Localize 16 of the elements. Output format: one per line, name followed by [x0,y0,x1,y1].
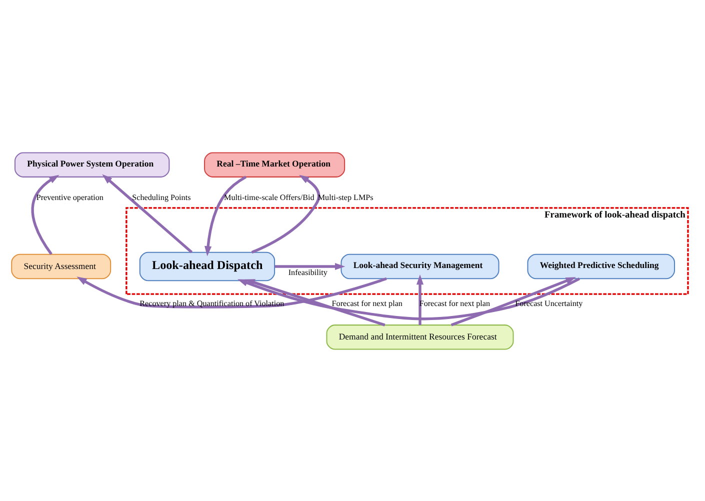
node-box: Look-ahead Security Management [340,253,500,279]
arrow [102,174,193,253]
arrow [251,174,320,254]
arrow [244,278,386,326]
node-box: Security Assessment [11,253,112,279]
node-box: Physical Power System Operation [14,152,170,177]
arrow [31,174,60,254]
node-box: Real –Time Market Operation [204,152,346,177]
arrow [204,175,247,256]
arrow [274,262,346,270]
arrow [238,276,580,320]
node-box: Weighted Predictive Scheduling [527,253,676,279]
node-box: Look-ahead Dispatch [139,251,276,281]
node-box: Demand and Intermittent Resources Forecast [326,324,514,350]
arrow [450,276,576,326]
arrow [416,274,424,325]
